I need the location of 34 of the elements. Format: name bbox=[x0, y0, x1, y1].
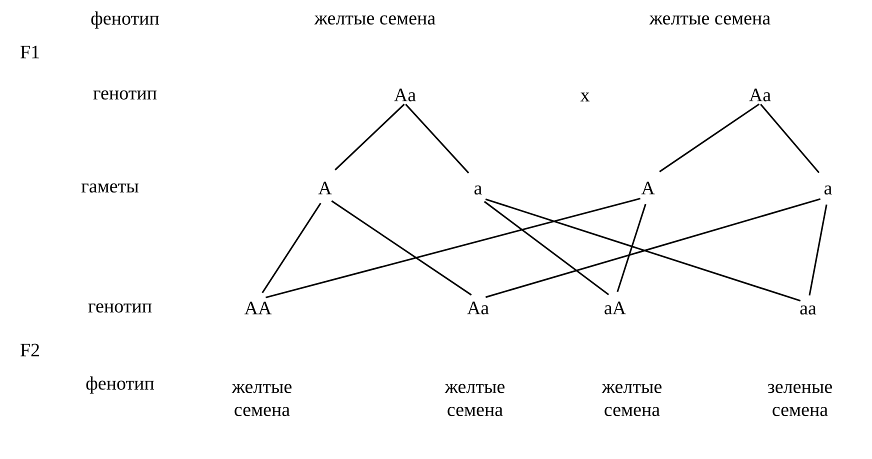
generation-label: F1 bbox=[20, 46, 39, 58]
connector-line bbox=[334, 104, 405, 170]
phenotype-label: желтые семена bbox=[444, 384, 504, 416]
phenotype-label: желтые семена bbox=[232, 384, 292, 416]
phenotype-label: желтые семена bbox=[314, 15, 436, 25]
connector-line bbox=[266, 198, 640, 298]
cross-sign: x bbox=[580, 92, 590, 102]
phenotype-label: зеленые семена bbox=[768, 384, 832, 416]
genotype-label: Aa bbox=[467, 302, 489, 314]
connector-line bbox=[331, 200, 472, 296]
connector-line bbox=[484, 200, 610, 296]
connector-line bbox=[659, 103, 760, 172]
connector-line bbox=[616, 204, 646, 292]
connector-line bbox=[808, 204, 828, 296]
genotype-label: Aa bbox=[394, 88, 416, 102]
gamete-label: a bbox=[824, 185, 832, 195]
connector-line bbox=[405, 104, 470, 174]
connector-line bbox=[760, 104, 820, 174]
genotype-label: Aa bbox=[749, 88, 771, 102]
gamete-label: A bbox=[641, 182, 655, 194]
gamete-label: a bbox=[474, 185, 482, 195]
gamete-label: A bbox=[318, 182, 332, 194]
row-label: фенотип bbox=[91, 11, 159, 29]
genotype-label: aa bbox=[800, 305, 816, 315]
generation-label: F2 bbox=[20, 344, 39, 356]
row-label: генотип bbox=[93, 90, 157, 100]
genotype-label: AA bbox=[244, 302, 272, 314]
row-label: фенотип bbox=[86, 376, 154, 394]
connector-line bbox=[262, 202, 322, 294]
genotype-label: aA bbox=[604, 302, 626, 314]
phenotype-label: желтые семена bbox=[602, 384, 662, 416]
phenotype-label: желтые семена bbox=[649, 15, 770, 25]
row-label: генотип bbox=[88, 303, 152, 313]
row-label: гаметы bbox=[81, 183, 138, 193]
